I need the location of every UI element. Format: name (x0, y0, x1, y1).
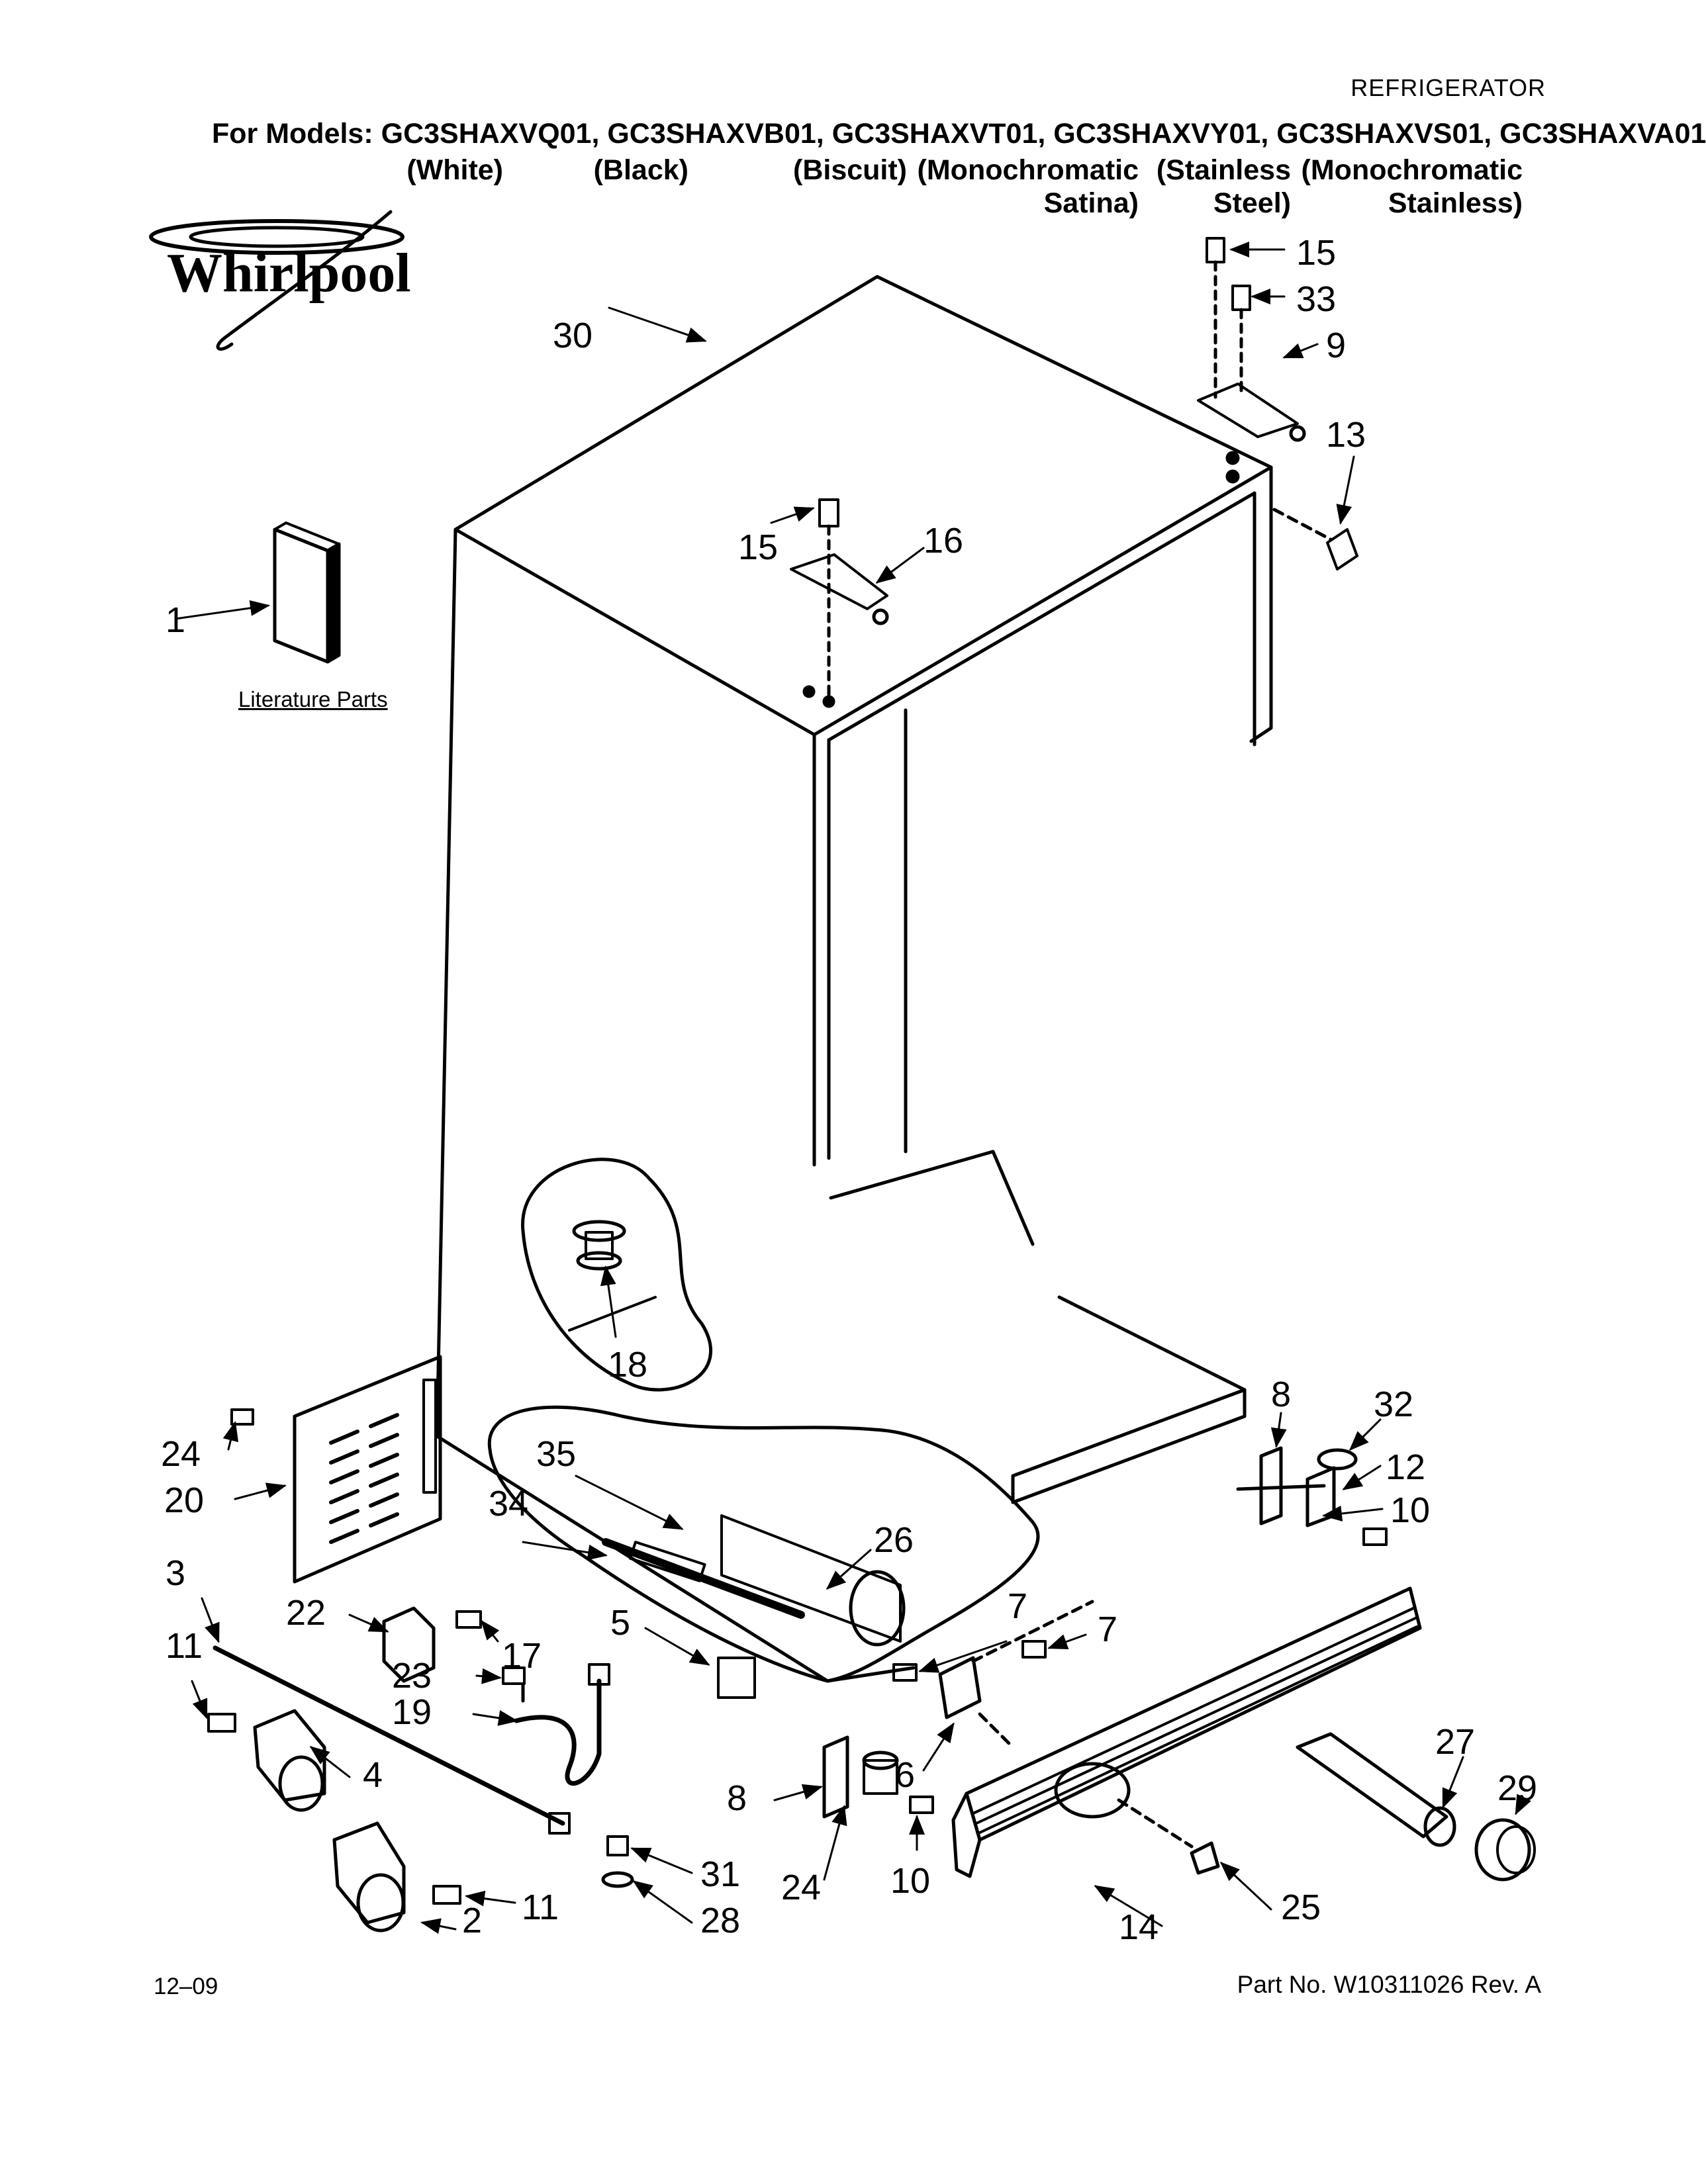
variant-stainless-steel: (Stainless Steel) (1145, 154, 1291, 220)
dash-14-25 (1117, 1798, 1194, 1848)
water-valve-fitting (588, 1663, 610, 1686)
rear-panel-20 (293, 1355, 442, 1584)
callout-23: 23 (392, 1656, 432, 1696)
callout-2: 2 (462, 1901, 482, 1940)
callout-10a: 10 (890, 1861, 930, 1901)
water-filter-27 (1296, 1732, 1456, 1847)
variant-line1: (Monochromatic (1301, 154, 1523, 186)
callout-32: 32 (1374, 1385, 1413, 1424)
callout-19: 19 (392, 1692, 432, 1732)
fasteners-31-28 (601, 1835, 634, 1888)
callout-35: 35 (536, 1434, 576, 1474)
fitting-23 (502, 1666, 526, 1703)
filter-cap-29 (1474, 1818, 1536, 1882)
callout-10b: 10 (1390, 1490, 1430, 1530)
models-line: For Models: GC3SHAXVQ01, GC3SHAXVB01, GC… (212, 118, 1706, 150)
variant-mono-stainless: (Monochromatic Stainless) (1298, 154, 1523, 220)
callout-15a: 15 (738, 527, 778, 567)
revision-date: 12–09 (154, 1974, 218, 1999)
callout-8b: 8 (1271, 1375, 1291, 1414)
whirlpool-logo: Whirlpool (149, 210, 411, 351)
variant-line1: (Biscuit) (793, 154, 907, 186)
variant-line1: (Black) (593, 154, 688, 186)
callout-labels: 1 2 3 4 5 6 7 7 8 8 9 10 10 11 11 12 13 … (161, 233, 1537, 1947)
callout-22: 22 (286, 1593, 326, 1633)
literature-booklet (273, 522, 341, 664)
logo-wordmark: Whirlpool (167, 242, 411, 304)
caster-2 (332, 1821, 461, 1933)
water-line-19 (514, 1678, 602, 1786)
hinge-right-lower (1259, 1446, 1388, 1546)
variant-line1: (White) (406, 154, 503, 186)
callout-16: 16 (924, 521, 963, 561)
leveling-rod-3 (213, 1645, 571, 1835)
callout-33: 33 (1296, 279, 1336, 319)
variant-line1: (Stainless (1156, 154, 1291, 186)
category-label: REFRIGERATOR (1351, 74, 1546, 101)
callout-13: 13 (1326, 415, 1366, 455)
models-list: GC3SHAXVQ01, GC3SHAXVB01, GC3SHAXVT01, G… (381, 118, 1706, 150)
variant-line2: Satina) (1043, 187, 1139, 219)
callout-12: 12 (1386, 1447, 1425, 1487)
clip-25 (1190, 1841, 1220, 1875)
callout-24b: 24 (781, 1868, 821, 1907)
callout-30: 30 (553, 316, 592, 355)
callout-1: 1 (166, 600, 185, 640)
models-prefix: For Models: (212, 118, 373, 150)
variant-biscuit: (Biscuit) (755, 154, 907, 187)
screws-7 (892, 1640, 1047, 1682)
callout-5: 5 (610, 1603, 630, 1643)
callout-26: 26 (874, 1520, 914, 1560)
top-hinge-right (1197, 237, 1306, 484)
top-hinge-center (790, 498, 889, 708)
callout-6: 6 (895, 1755, 915, 1795)
dash-6-14 (978, 1712, 1015, 1749)
callout-14: 14 (1119, 1907, 1159, 1947)
literature-parts-label: Literature Parts (238, 687, 388, 711)
cabinet-body (435, 275, 1326, 1683)
hinge-8-lower (822, 1735, 934, 1819)
callout-11b: 11 (522, 1888, 559, 1927)
callout-4: 4 (363, 1755, 383, 1795)
leader-arrows (174, 242, 1531, 1934)
callout-7a: 7 (1008, 1586, 1027, 1626)
callout-7b: 7 (1098, 1610, 1117, 1649)
callout-18: 18 (608, 1345, 647, 1385)
variant-line2: Steel) (1213, 187, 1291, 219)
callout-15b: 15 (1296, 233, 1336, 273)
callout-3: 3 (166, 1553, 185, 1593)
caster-4 (207, 1709, 326, 1812)
cutaway-bubble (487, 1405, 1040, 1699)
callout-8a: 8 (727, 1778, 747, 1818)
callout-11a: 11 (166, 1626, 203, 1666)
callout-28: 28 (700, 1901, 740, 1940)
bracket-6 (938, 1656, 982, 1719)
callout-34: 34 (489, 1484, 528, 1524)
callout-27: 27 (1435, 1722, 1475, 1762)
variant-line1: (Monochromatic (917, 154, 1139, 186)
part-number: Part No. W10311026 Rev. A (1237, 1971, 1541, 1998)
callout-25: 25 (1281, 1888, 1321, 1927)
base-grille-14 (951, 1586, 1422, 1878)
callout-17: 17 (502, 1636, 542, 1676)
callout-29: 29 (1497, 1768, 1537, 1808)
bracket-22 (382, 1606, 482, 1683)
hinge-cover-13 (1326, 528, 1358, 570)
callout-20: 20 (164, 1480, 204, 1520)
callout-9: 9 (1326, 326, 1346, 365)
variant-black: (Black) (556, 154, 688, 187)
variant-line2: Stainless) (1388, 187, 1523, 219)
callout-31: 31 (700, 1854, 740, 1894)
screw-24-left (230, 1408, 254, 1426)
callout-24a: 24 (161, 1434, 201, 1474)
variant-mono-satina: (Monochromatic Satina) (914, 154, 1139, 220)
variant-white: (White) (371, 154, 503, 187)
leader-13-dash (1272, 508, 1333, 541)
dash-6-26 (971, 1600, 1094, 1663)
